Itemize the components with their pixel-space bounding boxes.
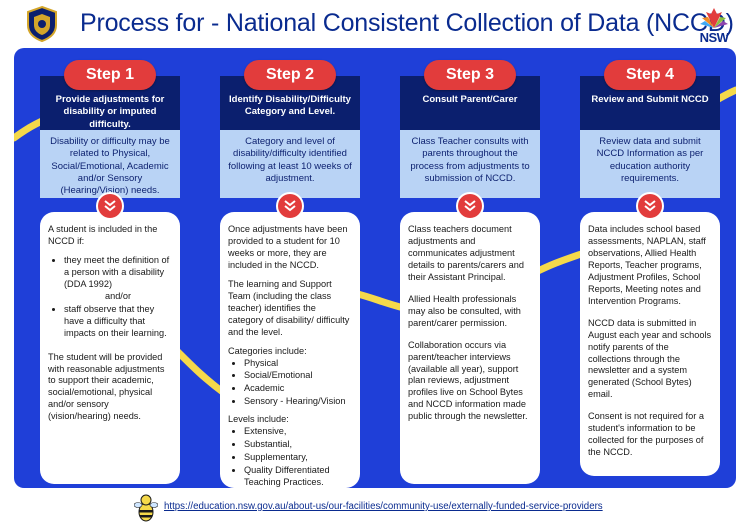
step-2-levels-title: Levels include: [228,414,289,425]
list-item: Substantial, [244,439,352,451]
step-4-summary: Review data and submit NCCD Information … [580,130,720,198]
school-crest-icon [27,5,57,43]
step-4-p1: Data includes school based assessments, … [588,224,706,306]
step-4-label: Step 4 [604,60,696,90]
list-item: they meet the definition of a person wit… [64,255,172,303]
step-3-summary: Class Teacher consults with parents thro… [400,130,540,198]
step-1-outro: The student will be provided with reason… [48,351,165,422]
list-item: Extensive, [244,426,352,438]
step-4-p3: Consent is not required for a student's … [588,411,704,458]
step-1-label: Step 1 [64,60,156,90]
service-providers-link[interactable]: https://education.nsw.gov.au/about-us/ou… [164,501,603,512]
step-3-p2: Allied Health professionals may also be … [408,293,521,328]
header: Process for - National Consistent Collec… [0,0,750,48]
step-4-heading: Review and Submit NCCD [580,76,720,130]
step-2-p1: Once adjustments have been provided to a… [228,224,348,270]
chevron-down-icon [456,192,484,220]
list-item: Physical [244,358,352,370]
step-2-details: Once adjustments have been provided to a… [220,212,360,488]
step-2-categories-title: Categories include: [228,345,307,356]
step-2-summary: Category and level of disability/difficu… [220,130,360,198]
list-item: Academic [244,383,352,395]
footer: https://education.nsw.gov.au/about-us/ou… [0,488,750,530]
step-1-details: A student is included in the NCCD if: th… [40,212,180,484]
list-item: staff observe that they have a difficult… [64,304,172,340]
step-1-summary: Disability or difficulty may be related … [40,130,180,198]
list-item: Sensory - Hearing/Vision [244,396,352,408]
chevron-down-icon [96,192,124,220]
step-3-label: Step 3 [424,60,516,90]
step-3-p1: Class teachers document adjustments and … [408,224,524,282]
step-2-categories-list: Physical Social/Emotional Academic Senso… [244,358,352,409]
step-3-p3: Collaboration occurs via parent/teacher … [408,339,528,422]
waratah-icon [700,8,728,28]
step-1-heading: Provide adjustments for disability or im… [40,76,180,130]
step-1-criteria-list: they meet the definition of a person wit… [64,255,172,340]
step-2-heading: Identify Disability/Difficulty Category … [220,76,360,130]
page-title: Process for - National Consistent Collec… [80,9,734,37]
bee-mascot-icon [134,494,158,522]
chevron-down-icon [276,192,304,220]
step-4-details: Data includes school based assessments, … [580,212,720,476]
step-2-label: Step 2 [244,60,336,90]
step-2-levels-list: Extensive, Substantial, Supplementary, Q… [244,426,352,488]
list-item: Supplementary, [244,452,352,464]
step-2-p2: The learning and Support Team (including… [228,278,350,337]
nsw-logo: NSW [690,8,738,46]
list-item: Quality Differentiated Teaching Practice… [244,465,352,488]
step-4-p2: NCCD data is submitted in August each ye… [588,317,712,400]
step-3-details: Class teachers document adjustments and … [400,212,540,484]
process-panel: Step 1 Provide adjustments for disabilit… [14,48,736,488]
nsw-logo-text: NSW [699,30,729,45]
list-item: Social/Emotional [244,370,352,382]
step-1-intro: A student is included in the NCCD if: [48,224,158,246]
chevron-down-icon [636,192,664,220]
